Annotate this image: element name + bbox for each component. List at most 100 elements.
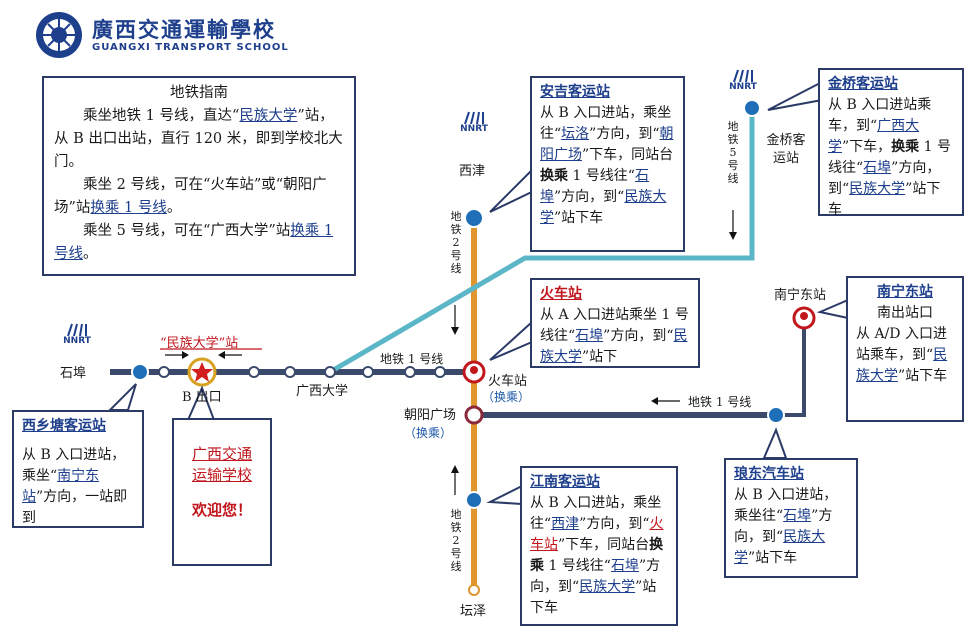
station-chaoyang-transfer: （换乘） [404,426,453,440]
stop-dot [284,366,296,378]
railway-icon-core [470,366,478,374]
box-link: 民族大学 [540,328,688,365]
box-link: 民族大学 [856,347,948,384]
box-title: 琅东汽车站 [734,466,804,482]
guide-text: 乘坐 5 号线，可在“广西大学”站 [83,223,291,239]
guide-text: 。 [83,246,98,262]
box-text: ”下车，同站台 [558,537,650,553]
box-link: 石埠 [575,328,604,344]
box-text: ”站下车 [828,181,941,218]
station-huoche: 火车站 [488,374,528,389]
guide-link-minzu: 民族大学 [239,108,298,124]
callout-pointer [762,427,788,459]
school-emblem-icon [36,12,82,58]
guide-link-transfer: 换乘 1 号线 [90,200,167,216]
guide-text: 。 [166,200,182,216]
box-text: ”站下 [582,349,618,365]
school-name-cn: 廣西交通運輸學校 [92,17,276,42]
stop-dot [248,366,260,378]
station-xijin: 西津 [459,164,486,179]
arrow-down-head [451,327,459,335]
box-text: ”站下车 [530,579,657,616]
nnrt-icon [67,323,87,336]
station-huoche-transfer: （换乘） [482,390,531,404]
station-b-exit: B 出口 [182,390,222,405]
box-bold: 换乘 [891,139,920,155]
guide-p1: 乘坐地铁 1 号线，直达“民族大学”站，从 B 出口出站，直行 120 米，即到… [54,105,344,174]
box-text: ”方向，到“ [603,328,674,344]
xixiangtang-bus-station-box: 西乡塘客运站 从 B 入口进站，乘坐“南宁东站”方向，一站即到 [12,410,144,528]
anji-bus-station-box: 安吉客运站 从 B 入口进站，乘坐往“坛洛”方向，到“朝阳广场”下车，同站台换乘… [530,76,685,252]
chaoyang-transfer-marker [464,405,484,425]
arrow-left-east-head [651,397,658,405]
box-title: 火车站 [540,286,582,302]
box-link: 学 [621,579,636,595]
metro-guide-box: 地铁指南 乘坐地铁 1 号线，直达“民族大学”站，从 B 出口出站，直行 120… [42,76,356,276]
box-link: 火车站 [530,516,664,553]
box-text: ”方向，到“ [530,558,661,595]
langdong-bus-station-box: 琅东汽车站 从 B 入口进站，乘坐往“石埠”方向，到“民族大学”站下车 [724,458,858,578]
langdong-stop [767,406,785,424]
nnrt-icon [733,69,753,82]
nnrt-mark: NNRT [729,82,757,92]
box-text: 从 A 入口进站乘坐 1 号线往“ [540,307,689,344]
line1-track-east-link [776,318,806,417]
box-text: 从 B 入口进站，乘坐往“ [540,105,672,142]
box-text: 从 B 入口进站，乘坐“ [22,447,126,484]
line2-label-upper: 地铁2号线 [450,210,462,275]
school-name-en: GUANGXI TRANSPORT SCHOOL [92,42,289,53]
box-title: 南宁东站 [877,284,933,300]
guide-p3: 乘坐 5 号线，可在“广西大学”站换乘 1 号线。 [54,220,344,266]
box-text: ”方向，到“ [579,516,650,532]
station-tanze: 坛泽 [460,604,487,619]
guide-text: ”站，从 B 出口出站，直行 120 米，即到学校北大门。 [54,108,343,170]
nnrt-mark: NNRT [460,124,488,134]
station-shibu: 石埠 [60,366,87,381]
box-text: 南出站口 [877,305,933,321]
box-text: ”站下车 [748,550,798,566]
box-link: 民族大学 [734,529,826,566]
guide-link-transfer: 换乘 1 号线 [54,223,334,262]
box-text: 1 号线往“ [828,139,951,176]
guide-p2: 乘坐 2 号线，可在“火车站”或“朝阳广场”站换乘 1 号线。 [54,174,344,220]
jiangnan-bus-station-box: 江南客运站 从 B 入口进站，乘坐往“西津”方向，到“火车站”下车，同站台换乘 … [520,466,678,626]
line5-track [328,108,755,375]
railway-station-box: 火车站 从 A 入口进站乘坐 1 号线往“石埠”方向，到“民族大学”站下 [530,278,700,368]
box-link: 南宁东站 [22,468,100,505]
box-link: 广西大学 [828,118,920,155]
box-link: 石 [610,558,625,574]
stop-dot [324,366,336,378]
nanning-east-station-box: 南宁东站 南出站口 从 A/D 入口进站乘车，到“民族大学”站下车 [846,276,964,422]
box-text: ”方向，到“ [589,126,660,142]
stop-dot [465,491,483,509]
box-text: ”站下车 [554,210,604,226]
callout-pointer [767,80,823,111]
arrow-up-head [451,465,459,473]
box-title: 金桥客运站 [828,76,898,92]
box-title: 西乡塘客运站 [22,418,106,434]
jinqiao-bus-station-box: 金桥客运站 从 B 入口进站乘车，到“广西大学”下车，换乘 1 号线往“石埠”方… [818,68,964,218]
box-link: 石埠 [863,160,892,176]
stop-dot [362,366,374,378]
station-nanning-east: 南宁东站 [774,288,827,303]
station-guangxi-univ: 广西大学 [296,384,349,399]
guide-text: 乘坐地铁 1 号线，直达“ [83,108,240,124]
box-text: 1 号线往“ [544,558,611,574]
line1-label-upper: 地铁 1 号线 [380,352,444,366]
box-text: ”方向，到“ [828,160,941,197]
box-text: 从 B 入口进站，乘坐往“ [530,495,662,532]
box-text: 从 B 入口进站乘车，到“ [828,97,932,134]
box-link: 埠 [624,558,639,574]
welcome-text: 欢迎您！ [191,501,252,519]
nnrt-icon [464,111,484,124]
callout-pointer [486,484,523,506]
box-text: ”方向，一站即到 [22,489,128,526]
box-link: 石埠 [783,508,812,524]
box-link: 石埠 [540,168,649,205]
box-link: 民族大学 [849,181,906,197]
callout-pointer [489,319,533,361]
box-link: 坛洛 [561,126,590,142]
guide-text: 乘坐 2 号线，可在“火车站”或“朝阳广场”站 [54,177,327,216]
nnrt-logo-shibu: NNRT [62,322,92,346]
